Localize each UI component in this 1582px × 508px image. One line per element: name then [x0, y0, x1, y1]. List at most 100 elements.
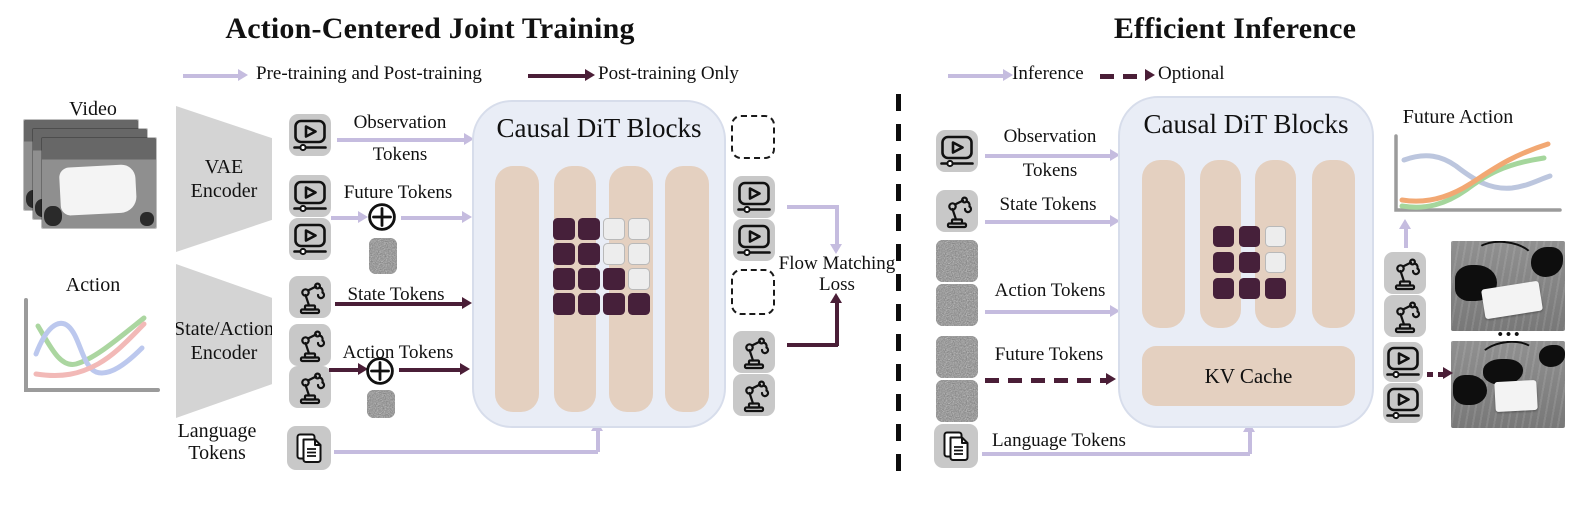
- legend-pretrain-label: Pre-training and Post-training: [256, 63, 482, 84]
- language-tokens-arrow: [1243, 422, 1255, 454]
- empty-token-slot: [731, 115, 775, 159]
- legend-pretrain-arrow: [183, 69, 248, 81]
- masked-cell: [603, 218, 625, 240]
- language-tokens-label: Language Tokens: [162, 420, 272, 464]
- dit-layer-column: [1142, 160, 1185, 328]
- robot-arm-icon: [289, 324, 331, 366]
- video-player-icon: [1383, 342, 1423, 382]
- cloth-shape: [1494, 379, 1538, 413]
- video-player-icon: [733, 176, 775, 218]
- language-label-line2: Tokens: [188, 442, 246, 464]
- robot-arm-icon: [289, 366, 331, 408]
- attended-cell: [1213, 278, 1234, 299]
- attended-cell: [553, 268, 575, 290]
- future-sum-arrow-out: [401, 211, 472, 223]
- video-frame: [42, 138, 156, 228]
- video-player-icon: [289, 114, 331, 156]
- vae-encoder-label-line1: VAE: [204, 156, 244, 178]
- kv-cache-box: KV Cache: [1142, 346, 1355, 406]
- action-loss-arrow: [830, 293, 842, 346]
- ellipsis: •••: [1497, 327, 1523, 343]
- attended-cell: [1213, 252, 1234, 273]
- rollout-photo: [1451, 341, 1565, 428]
- attended-cell: [578, 268, 600, 290]
- causal-dit-blocks-box: Causal DiT Blocks KV Cache: [1118, 96, 1374, 428]
- panel-separator: [896, 94, 901, 482]
- robot-gripper-shape: [1539, 345, 1565, 367]
- action-to-chart-arrow: [1399, 219, 1411, 248]
- document-icon: [287, 426, 331, 470]
- observation-tokens-label-line1: Observation: [353, 112, 447, 133]
- observation-tokens-label-line1: Observation: [1003, 126, 1097, 147]
- future-tokens-optional-arrow: [985, 373, 1116, 385]
- state-tokens-label: State Tokens: [999, 194, 1097, 215]
- attended-cell: [1239, 226, 1260, 247]
- robot-arm-icon: [1384, 252, 1426, 294]
- attended-cell: [1239, 252, 1260, 273]
- noise-token: [936, 380, 978, 422]
- legend-inference-arrow: [948, 69, 1013, 81]
- attended-cell: [578, 293, 600, 315]
- attended-cell: [578, 243, 600, 265]
- legend-posttrain-arrow: [528, 69, 595, 82]
- attended-cell: [553, 243, 575, 265]
- masked-cell: [603, 243, 625, 265]
- future-tokens-label: Future Tokens: [343, 182, 453, 203]
- attention-mask-grid: [553, 218, 650, 315]
- inference-title: Efficient Inference: [1113, 12, 1357, 45]
- sa-encoder-label-line1: State/Action: [174, 318, 274, 340]
- state-tokens-arrow: [985, 215, 1120, 227]
- noise-token: [367, 390, 395, 418]
- language-label-line1: Language: [177, 420, 257, 442]
- legend-posttrain-label: Post-training Only: [598, 63, 739, 84]
- action-tokens-arrow: [985, 305, 1120, 317]
- robot-gripper-shape: [1453, 375, 1487, 405]
- action-tokens-label: Action Tokens: [994, 280, 1106, 301]
- dit-layer-column: [1312, 160, 1355, 328]
- video-label: Video: [69, 98, 117, 120]
- state-tokens-label: State Tokens: [347, 284, 445, 305]
- legend-optional-label: Optional: [1158, 63, 1225, 84]
- attended-cell: [603, 293, 625, 315]
- future-tokens-label: Future Tokens: [994, 344, 1104, 365]
- training-title: Action-Centered Joint Training: [225, 12, 635, 45]
- language-tokens-label: Language Tokens: [992, 430, 1126, 451]
- state-tokens-arrow: [335, 297, 472, 310]
- action-loss-elbow: [787, 343, 838, 347]
- video-player-icon: [936, 130, 978, 172]
- noise-token: [936, 336, 978, 378]
- dit-layer-column: [495, 166, 539, 412]
- attention-mask-grid: [1213, 226, 1286, 299]
- rollout-photo: [1451, 241, 1565, 331]
- masked-cell: [628, 268, 650, 290]
- flow-matching-line2: Loss: [819, 274, 855, 295]
- plus-circle-icon: [367, 202, 397, 232]
- vae-encoder-label-line2: Encoder: [190, 180, 258, 202]
- observation-tokens-label-line2: Tokens: [1022, 160, 1078, 181]
- attended-cell: [628, 293, 650, 315]
- plus-circle-icon: [365, 356, 395, 386]
- action-curves-chart: [24, 298, 160, 392]
- video-loss-elbow: [787, 205, 838, 209]
- dark-object: [44, 206, 62, 226]
- attended-cell: [603, 268, 625, 290]
- video-loss-arrow: [830, 205, 842, 254]
- optional-video-arrow: [1427, 367, 1453, 379]
- dit-blocks-title: Causal DiT Blocks: [496, 113, 702, 143]
- flow-matching-line1: Flow Matching: [778, 253, 896, 274]
- attended-cell: [1239, 278, 1260, 299]
- future-action-label: Future Action: [1402, 106, 1514, 128]
- future-action-chart: [1394, 134, 1562, 212]
- masked-cell: [1265, 252, 1286, 273]
- attended-cell: [553, 218, 575, 240]
- dark-object: [140, 212, 154, 226]
- attended-cell: [553, 293, 575, 315]
- language-tokens-arrow: [591, 421, 603, 452]
- noise-token: [936, 284, 978, 326]
- video-player-icon: [733, 219, 775, 261]
- observation-tokens-arrow: [985, 149, 1120, 161]
- robot-arm-icon: [936, 190, 978, 232]
- action-tokens-label: Action Tokens: [342, 342, 454, 363]
- observation-tokens-arrow: [337, 133, 474, 145]
